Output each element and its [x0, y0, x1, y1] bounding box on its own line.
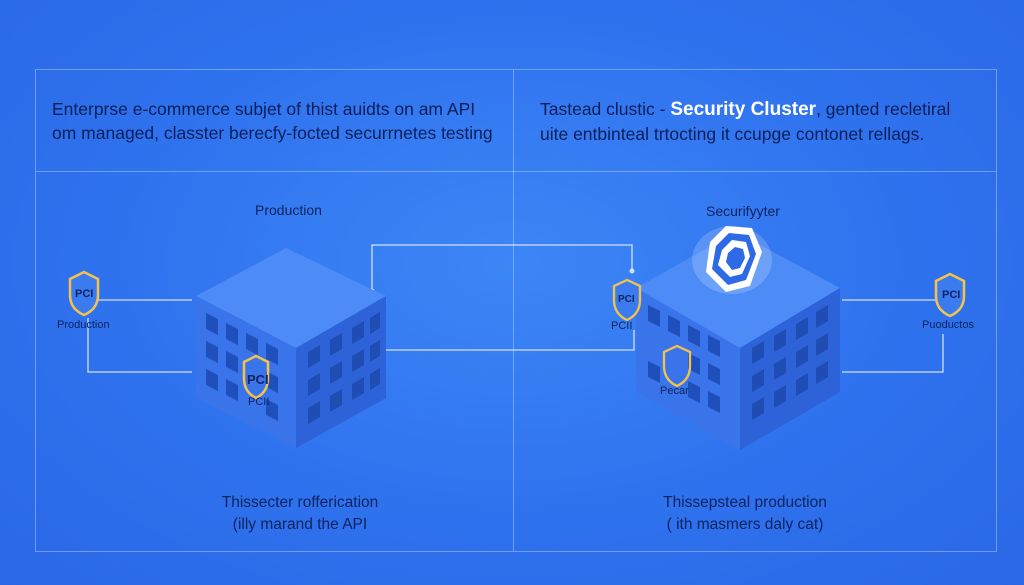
- left-building-title: Production: [255, 202, 322, 218]
- right-front-badge-text: PCI: [618, 294, 635, 305]
- left-building-icon: [196, 248, 386, 448]
- right-caption-line2: ( ith masmers daly cat): [666, 516, 824, 533]
- right-side-badge-text: PCI: [942, 289, 961, 301]
- header-left-text: Enterprse e-commerce subjet of thist aui…: [52, 99, 493, 143]
- right-front-badge-sub: PCII: [611, 320, 633, 332]
- left-building-badge-text: PCI: [247, 372, 269, 387]
- right-caption: Thissepsteal production ( ith masmers da…: [615, 492, 875, 536]
- header-right-prefix: Tastead clustic -: [540, 99, 671, 119]
- left-building-badge-sub: PCII: [248, 396, 270, 408]
- connector-right-bottom: [842, 334, 944, 373]
- left-side-badge-text: PCI: [75, 288, 94, 300]
- connector-left-top: [87, 298, 192, 301]
- center-divider: [513, 70, 514, 551]
- header-right-text: Tastead clustic - Security Cluster, gent…: [540, 97, 980, 146]
- right-building-title: Securifyyter: [706, 203, 780, 219]
- left-caption-line2: (illy marand the API: [232, 516, 368, 533]
- diagram-frame: [35, 69, 997, 552]
- shield-icon: [242, 354, 270, 400]
- right-building-icon: [636, 232, 840, 450]
- shield-icon: [662, 344, 692, 388]
- left-side-label: Production: [57, 319, 110, 331]
- shield-icon: [612, 278, 642, 322]
- header-divider: [36, 171, 996, 172]
- right-caption-line1: Thissepsteal production: [663, 494, 827, 511]
- connector-dot: [629, 268, 635, 274]
- connector-right-top: [842, 299, 944, 304]
- header-right-highlight: Security Cluster: [670, 99, 817, 120]
- left-caption-line1: Thissecter rofferication: [221, 494, 379, 511]
- connector-top-bridge: [371, 244, 633, 290]
- right-side-label: Puoductos: [922, 319, 974, 331]
- shield-icon: [934, 272, 966, 318]
- right-building-badge-sub: Pecar: [660, 385, 689, 397]
- connector-left-bottom: [87, 318, 192, 373]
- left-caption: Thissecter rofferication (illy marand th…: [170, 492, 430, 536]
- header-right-suffix: , gented recletiral uite entbinteal trto…: [540, 99, 951, 144]
- connector-middle-bridge: [380, 330, 635, 351]
- shield-icon: [68, 270, 100, 317]
- hexagon-lock-icon: [692, 226, 772, 294]
